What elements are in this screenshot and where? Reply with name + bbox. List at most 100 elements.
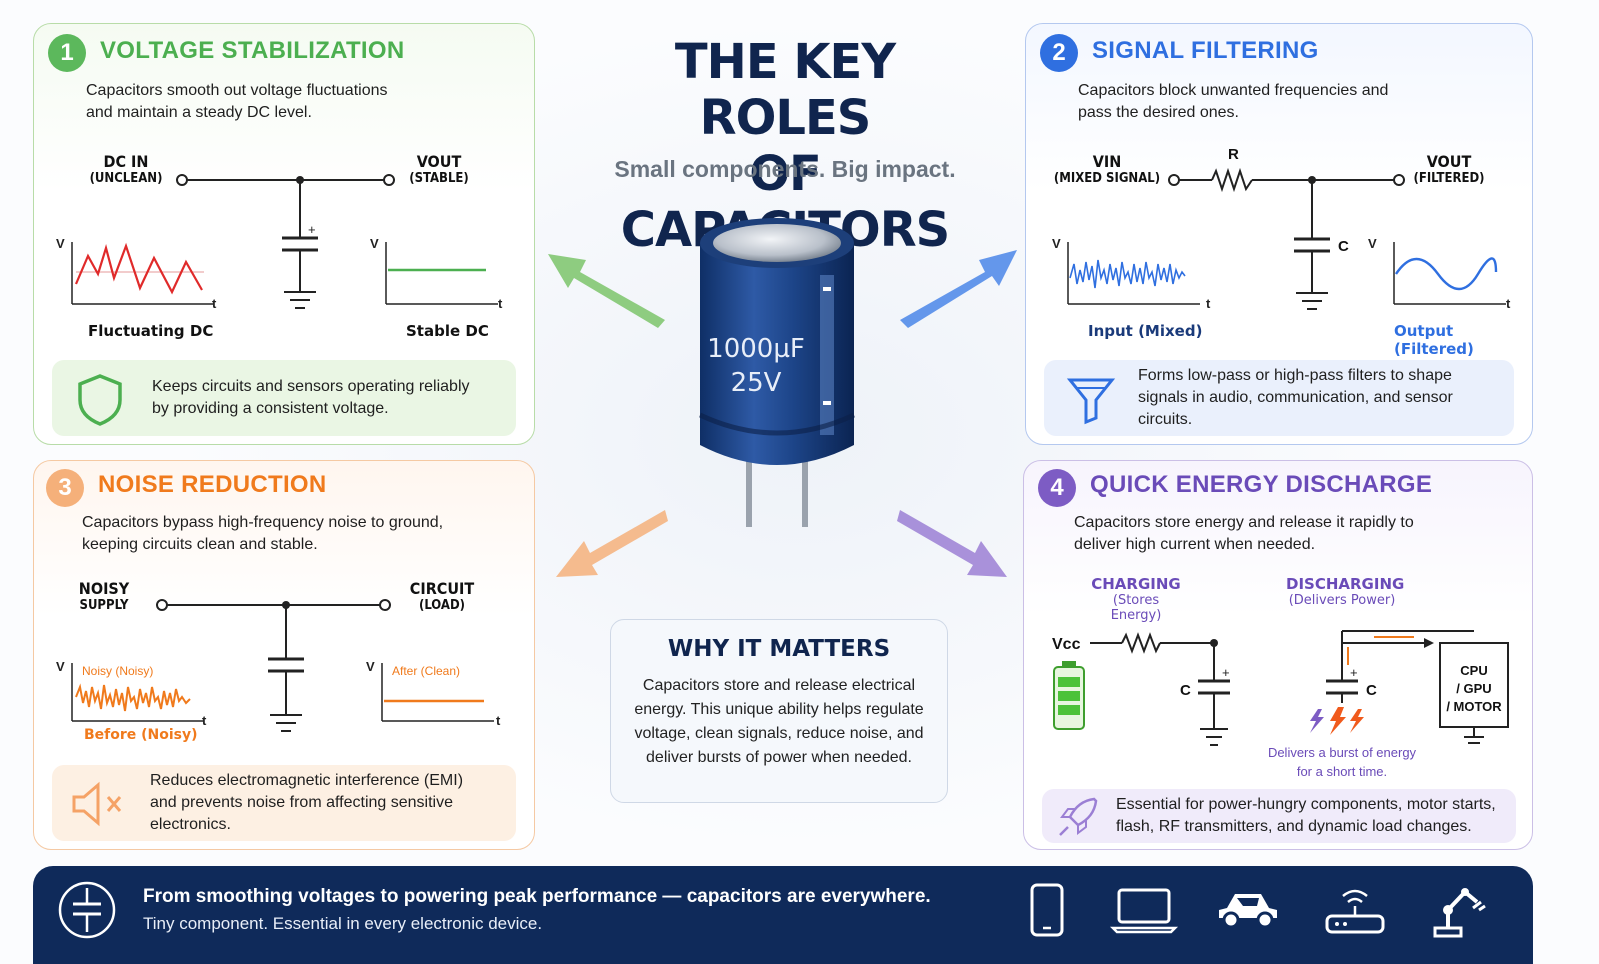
footer-subline: Tiny component. Essential in every elect…	[143, 914, 543, 933]
lead-right	[802, 455, 808, 527]
axis-v-label: V	[56, 236, 65, 251]
page-title: THE KEY ROLES OF CAPACITORS	[621, 34, 950, 258]
panel-description: Capacitors store energy and release it r…	[1074, 514, 1414, 553]
capacitor-label: C	[1180, 682, 1191, 699]
panel-number: 4	[1038, 469, 1076, 507]
clean-signal-graph: V After (Clean) t	[366, 659, 501, 728]
footer-banner: From smoothing voltages to powering peak…	[33, 866, 1533, 964]
circuit-load-label: CIRCUIT(LOAD)	[409, 579, 475, 613]
stable-dc-graph: V t	[370, 236, 503, 311]
speaker-mute-icon	[72, 781, 122, 827]
filter-funnel-icon	[1066, 378, 1116, 425]
graph-inner-label: After (Clean)	[392, 664, 460, 678]
panel-voltage-stabilization: 1 VOLTAGE STABILIZATION Capacitors smoot…	[33, 23, 535, 445]
arrow-to-noise	[556, 510, 668, 577]
panel-quick-energy-discharge: 4 QUICK ENERGY DISCHARGE Capacitors stor…	[1023, 460, 1533, 850]
voltage-circuit: +	[176, 174, 395, 309]
capacitor-symbol-icon	[58, 881, 116, 939]
note-box: Keeps circuits and sensors operating rel…	[52, 360, 516, 436]
graph-inner-label: Noisy (Noisy)	[82, 664, 153, 678]
panel-number: 3	[46, 469, 84, 507]
axis-t-label: t	[1206, 296, 1211, 311]
fluctuating-dc-graph: V t	[56, 236, 217, 311]
vcc-label: Vcc	[1052, 636, 1081, 653]
axis-v-label: V	[366, 659, 375, 674]
mixed-signal-graph: V t	[1052, 236, 1211, 311]
tagline: Small components. Big impact.	[614, 156, 956, 182]
panel-number: 1	[48, 34, 86, 72]
capacitor-label: C	[1366, 682, 1377, 699]
why-title: WHY IT MATTERS	[667, 636, 891, 662]
panel-description: Capacitors block unwanted frequencies an…	[1078, 82, 1389, 121]
lead-left	[746, 455, 752, 527]
polarity-plus: +	[1222, 665, 1230, 680]
svg-text:/ GPU: / GPU	[1456, 681, 1491, 696]
axis-t-label: t	[496, 713, 501, 728]
note-box: Forms low-pass or high-pass filters to s…	[1044, 360, 1514, 436]
arrow-to-filtering	[900, 250, 1017, 328]
rc-filter-circuit: R C	[1168, 146, 1405, 310]
graph-caption: Before (Noisy)	[84, 727, 198, 743]
panel-title: NOISE REDUCTION	[98, 471, 327, 498]
graph-caption: Output (Filtered)	[1394, 322, 1474, 358]
rocket-icon	[1059, 797, 1098, 836]
charging-label: CHARGING(Stores Energy)	[1091, 575, 1181, 623]
graph-caption: Fluctuating DC	[88, 322, 214, 340]
vout-label: VOUT(STABLE)	[409, 152, 469, 186]
resistor-label: R	[1228, 146, 1239, 163]
burst-note: Delivers a burst of energy for a short t…	[1267, 745, 1417, 779]
robot-arm-icon	[1433, 888, 1486, 938]
arrow-to-voltage	[548, 254, 665, 328]
load-box	[1439, 642, 1509, 728]
note-box: Essential for power-hungry components, m…	[1042, 789, 1516, 843]
axis-v-label: V	[1368, 236, 1377, 251]
lightning-icon	[1330, 707, 1346, 735]
dc-in-label: DC IN(UNCLEAN)	[89, 152, 163, 186]
axis-t-label: t	[498, 296, 503, 311]
axis-v-label: V	[56, 659, 65, 674]
axis-t-label: t	[1506, 296, 1511, 311]
graph-caption: Stable DC	[406, 322, 489, 340]
footer-headline: From smoothing voltages to powering peak…	[143, 886, 931, 907]
lightning-icon	[1350, 709, 1364, 733]
arrow-to-discharge	[897, 510, 1007, 577]
capacitor-value: 1000µF	[707, 334, 805, 364]
note-box: Reduces electromagnetic interference (EM…	[52, 765, 516, 841]
vin-label: VIN(MIXED SIGNAL)	[1053, 152, 1161, 186]
shield-icon	[78, 374, 122, 426]
noise-bypass-circuit	[156, 599, 391, 732]
smartphone-icon	[1030, 883, 1064, 937]
axis-v-label: V	[1052, 236, 1061, 251]
capacitor-illustration: 1000µF 25V	[698, 218, 856, 527]
panel-noise-reduction: 3 NOISE REDUCTION Capacitors bypass high…	[33, 460, 535, 850]
laptop-icon	[1109, 888, 1179, 934]
discharging-circuit: + C CPU / GPU / MOTOR	[1310, 630, 1509, 744]
car-icon	[1219, 894, 1277, 929]
capacitor-label: C	[1338, 238, 1349, 255]
why-text: Capacitors store and release electrical …	[634, 677, 924, 766]
panel-title: SIGNAL FILTERING	[1092, 37, 1319, 64]
graph-caption: Input (Mixed)	[1088, 322, 1203, 340]
why-it-matters-box: WHY IT MATTERS Capacitors store and rele…	[610, 619, 948, 803]
capacitor-voltage: 25V	[731, 368, 782, 398]
panel-description: Capacitors bypass high-frequency noise t…	[82, 514, 444, 553]
panel-signal-filtering: 2 SIGNAL FILTERING Capacitors block unwa…	[1025, 23, 1533, 445]
vout-label: VOUT(FILTERED)	[1413, 152, 1485, 186]
discharging-label: DISCHARGING(Delivers Power)	[1286, 575, 1405, 608]
polarity-plus: +	[1350, 665, 1358, 680]
axis-t-label: t	[212, 296, 217, 311]
panel-title: QUICK ENERGY DISCHARGE	[1090, 471, 1433, 498]
panel-number: 2	[1040, 34, 1078, 72]
filtered-signal-graph: V t	[1368, 236, 1511, 311]
svg-text:/ MOTOR: / MOTOR	[1446, 699, 1502, 714]
noisy-signal-graph: V Noisy (Noisy) t	[56, 659, 207, 728]
panel-title: VOLTAGE STABILIZATION	[100, 37, 405, 64]
router-icon	[1325, 889, 1385, 934]
svg-text:CPU: CPU	[1460, 663, 1487, 678]
lightning-icon	[1310, 709, 1324, 733]
polarity-plus: +	[308, 222, 316, 237]
axis-t-label: t	[202, 713, 207, 728]
axis-v-label: V	[370, 236, 379, 251]
